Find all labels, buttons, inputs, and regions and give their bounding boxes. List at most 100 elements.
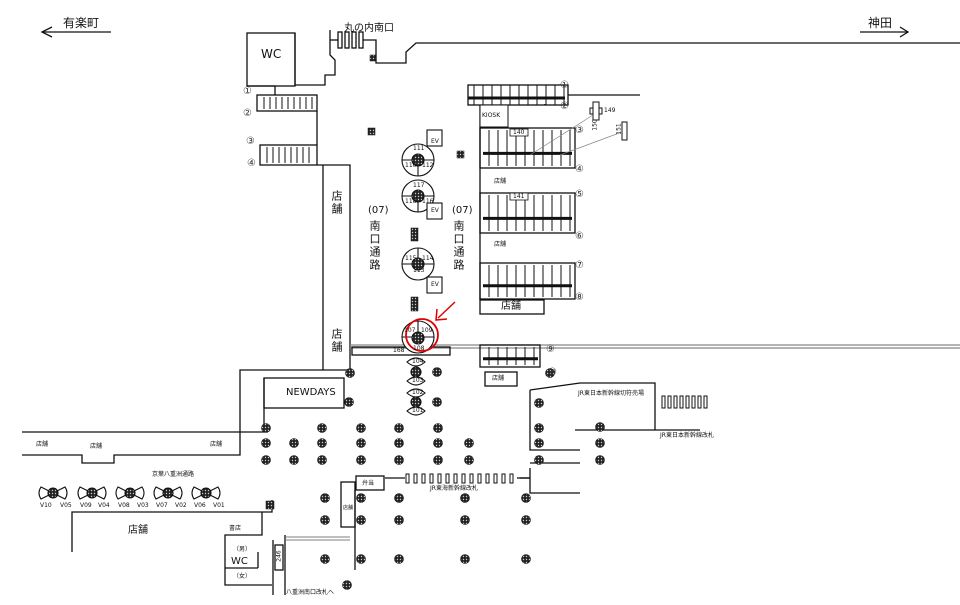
- round-pillar: [534, 455, 544, 465]
- ticket-gate: [453, 473, 458, 484]
- round-pillar: [317, 438, 327, 448]
- pillar-label: 140: [513, 129, 525, 136]
- round-pillar: [433, 423, 443, 433]
- elevator-1: [426, 129, 443, 147]
- round-pillar: [356, 493, 366, 503]
- ticket-machine: [703, 395, 708, 409]
- ticket-machine: [691, 395, 696, 409]
- round-pillar: [261, 423, 271, 433]
- shop-label: 店舗: [90, 443, 103, 450]
- pillar-label: 101: [412, 407, 424, 414]
- ev-label: EV: [431, 207, 439, 214]
- round-pillar: [356, 554, 366, 564]
- ticket-gate: [429, 473, 434, 484]
- pillar-label: 102: [412, 389, 424, 396]
- round-pillar: [344, 397, 354, 407]
- direction-kanda: 神田: [868, 16, 893, 30]
- vending-label: V06: [194, 502, 206, 509]
- vending-label: V02: [175, 502, 187, 509]
- ticket-machine: [697, 395, 702, 409]
- ticket-machine: [661, 395, 666, 409]
- south-passage-label: 南口通路: [452, 220, 465, 272]
- ticket-machine: [679, 395, 684, 409]
- round-pillar: [394, 493, 404, 503]
- vending-label: V10: [40, 502, 52, 509]
- stair-number: ⑨: [546, 344, 555, 355]
- jr-east-gate-label[interactable]: JR東日本新幹線改札: [660, 432, 714, 439]
- ticket-gate: [437, 473, 442, 484]
- round-pillar: [289, 455, 299, 465]
- ticket-machine: [667, 395, 672, 409]
- stair-number: ③: [246, 136, 255, 147]
- wc-male-label: （男）: [233, 546, 252, 553]
- pillar-group-1: [401, 143, 435, 177]
- pillar-label: 112: [422, 162, 434, 169]
- pillar: [369, 54, 377, 62]
- stair-number: ④: [575, 164, 584, 175]
- shop-label: 店舗: [494, 178, 507, 185]
- round-pillar: [342, 580, 352, 590]
- vending-machine: [124, 487, 136, 499]
- wc-label-top: WC: [261, 47, 282, 61]
- bookstore-label: 書店: [229, 525, 242, 532]
- vending-label: V05: [60, 502, 72, 509]
- lens-pillar: [406, 388, 426, 398]
- stair-number: ①: [243, 86, 252, 97]
- wc-label-bottom: WC: [231, 556, 248, 567]
- jr-central-gate-label[interactable]: JR東海新幹線改札: [430, 485, 478, 492]
- round-pillar: [521, 515, 531, 525]
- pillar-label: 111: [413, 145, 425, 152]
- vending-label: V08: [118, 502, 130, 509]
- shop-label: 店舗: [210, 441, 223, 448]
- round-pillar: [345, 368, 355, 378]
- round-pillar: [410, 366, 422, 378]
- exit-yaesu-south[interactable]: 八重洲南口改札へ: [286, 589, 335, 596]
- ticket-gate: [485, 473, 490, 484]
- arrow-left-icon: [40, 26, 111, 38]
- round-pillar: [545, 368, 555, 378]
- round-pillar: [595, 422, 605, 432]
- round-pillar: [460, 554, 470, 564]
- round-pillar: [464, 438, 474, 448]
- kiosk-label: KIOSK: [482, 112, 501, 119]
- pillar-label: 141: [513, 193, 525, 200]
- shop-label: 店舗: [343, 505, 354, 511]
- stair-number: ③: [575, 125, 584, 136]
- round-pillar: [595, 455, 605, 465]
- vending-label: V01: [213, 502, 225, 509]
- ticket-gate: [413, 473, 418, 484]
- shop-vertical-label: 店舗: [330, 328, 343, 354]
- bento-label: 弁当: [362, 480, 375, 487]
- round-pillar: [432, 397, 442, 407]
- round-pillar: [394, 455, 404, 465]
- pillar-label: 151: [615, 123, 623, 135]
- vending-label: V09: [80, 502, 92, 509]
- round-pillar: [432, 367, 442, 377]
- shop-label: 店舗: [494, 241, 507, 248]
- stair-number: ⑧: [575, 292, 584, 303]
- round-pillar: [356, 423, 366, 433]
- ev-label: EV: [431, 138, 439, 145]
- south-passage-label: 南口通路: [368, 220, 381, 272]
- lens-pillar: [406, 357, 426, 367]
- round-pillar: [261, 455, 271, 465]
- ticket-gate: [477, 473, 482, 484]
- ticket-gate: [445, 473, 450, 484]
- pillar-label: 246: [275, 550, 283, 562]
- vending-label: V07: [156, 502, 168, 509]
- ticket-machine: [685, 395, 690, 409]
- ticket-gate: [421, 473, 426, 484]
- round-pillar: [394, 515, 404, 525]
- pillar: [456, 150, 465, 159]
- lens-pillar: [406, 406, 426, 416]
- pillar-label: 104: [412, 358, 424, 365]
- lens-pillar: [406, 376, 426, 386]
- round-pillar: [394, 423, 404, 433]
- pillar-label: 108: [413, 345, 425, 352]
- round-pillar: [289, 438, 299, 448]
- shop-label: 店舗: [128, 525, 148, 536]
- jr-east-ticket-label[interactable]: JR東日本新幹線切符売場: [578, 390, 644, 397]
- round-pillar: [433, 438, 443, 448]
- exit-marunouchi-south[interactable]: 丸の内南口: [344, 23, 394, 34]
- direction-yurakucho: 有楽町: [63, 16, 100, 30]
